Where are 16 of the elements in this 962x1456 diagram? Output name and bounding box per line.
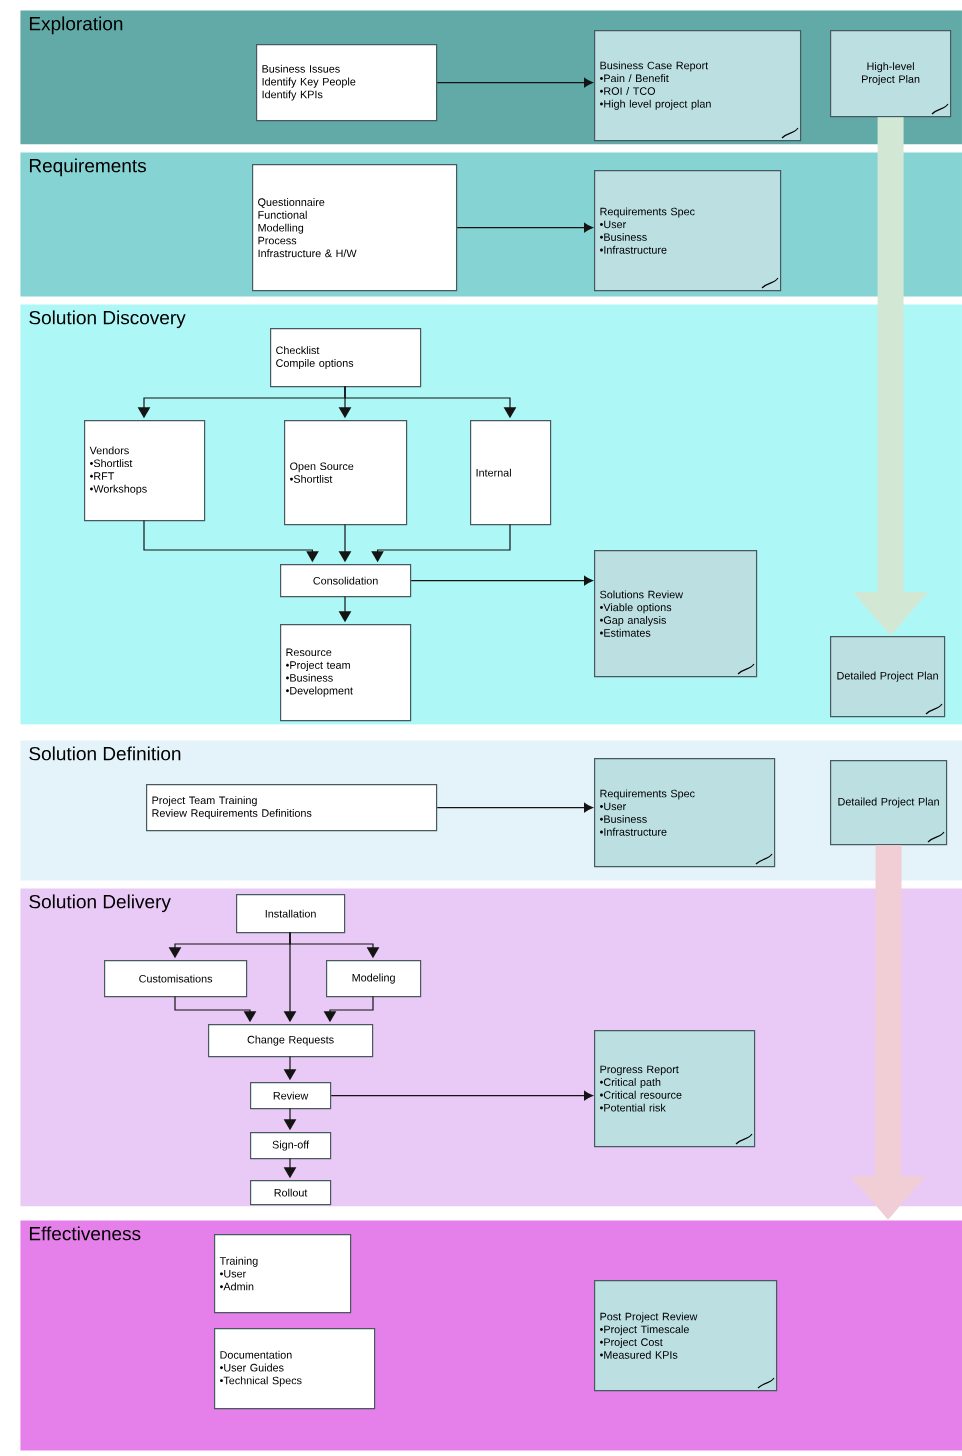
arrow [436, 77, 593, 88]
arrow [436, 802, 593, 813]
arrow [283, 932, 297, 1023]
arrow [371, 524, 511, 563]
arrow [143, 520, 319, 563]
arrow [344, 386, 517, 419]
arrow [410, 575, 593, 586]
arrow [283, 1108, 297, 1131]
arrow [283, 1158, 297, 1179]
arrow [456, 222, 593, 233]
arrow [330, 1090, 593, 1101]
arrow [283, 1056, 297, 1081]
arrow [174, 996, 257, 1023]
arrow [323, 996, 374, 1023]
arrow [338, 596, 352, 623]
arrow [338, 524, 352, 563]
